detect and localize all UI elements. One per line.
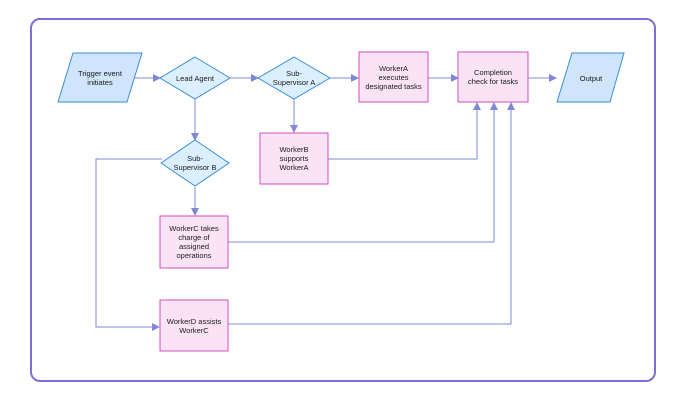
output-node	[556, 52, 625, 103]
output-label: Output	[579, 73, 603, 83]
worker-a-node	[358, 51, 429, 103]
worker-d-label: WorkerD assists WorkerC	[166, 316, 222, 335]
worker-b-node	[259, 132, 329, 185]
worker-c-node	[159, 215, 229, 269]
completion-label: Completion check for tasks	[467, 68, 519, 86]
worker-c-label: WorkerC takes charge of assigned operati…	[169, 224, 219, 260]
edge-subB-workerD	[95, 158, 162, 331]
worker-b-label: WorkerB supports WorkerA	[279, 145, 309, 172]
worker-d-node	[159, 299, 229, 352]
sub-supervisor-a-label: Sub-Supervisor A	[272, 69, 316, 87]
edge-workerC-completion	[228, 102, 498, 243]
lead-agent-node	[159, 56, 231, 100]
sub-supervisor-a-node	[257, 56, 331, 100]
sub-supervisor-b-label: Sub-Supervisor B	[173, 154, 217, 172]
worker-a-label: WorkerA executes designated tasks	[365, 63, 422, 91]
edge-workerB-completion	[328, 102, 481, 160]
trigger-node	[57, 52, 143, 103]
trigger-label: Trigger event initiates	[78, 69, 122, 87]
lead-agent-label: Lead Agent	[176, 73, 214, 83]
sub-supervisor-b-node	[160, 139, 230, 187]
edge-workerD-completion	[228, 102, 515, 325]
completion-node	[457, 51, 529, 103]
